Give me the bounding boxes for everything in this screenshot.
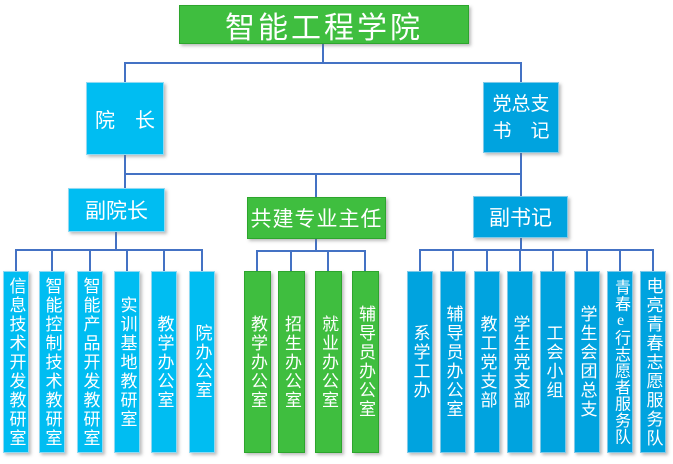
dept-box-intel-product-dev: 智能产品开发教研室 [77,271,103,453]
connector-line [586,249,588,271]
node-vice-dean: 副院长 [68,188,165,232]
dept-box-teaching-office: 教学办公室 [151,271,177,453]
connector-line [15,249,203,251]
connector-line [520,153,522,196]
connector-line [126,249,128,271]
dept-label: 教工党支部 [477,314,497,410]
college-title-label: 智能工程学院 [225,11,423,45]
connector-line [619,249,621,271]
connector-line [115,232,117,250]
connector-line [652,249,654,271]
connector-line [519,249,521,271]
connector-line [419,249,654,251]
dept-label: 信息技术开发教研室 [6,276,26,448]
dept-box-student-affairs: 系学工办 [407,271,433,453]
dept-box-admissions-office: 招生办公室 [278,271,305,453]
node-party-secretary: 党总支 书 记 [483,82,559,153]
party-secretary-label-line2: 书 记 [492,120,550,142]
connector-line [51,249,53,271]
joint-major-director-label: 共建专业主任 [250,207,383,231]
connector-line [290,250,292,271]
dept-label: 学生党支部 [510,314,530,410]
connector-line [419,249,421,271]
connector-line [364,250,366,271]
dept-label: 青春e行志愿者服务队 [612,279,629,445]
dept-box-counselor-office: 辅导员办公室 [440,271,466,453]
connector-line [89,249,91,271]
dept-box-union-group: 工会小组 [540,271,566,453]
dept-label: 工会小组 [543,324,563,400]
dept-label: 电亮青春志愿服务队 [643,276,663,448]
dept-box-student-party-branch: 学生党支部 [507,271,533,453]
dept-label: 就业办公室 [319,314,338,410]
dept-box-staff-party-branch: 教工党支部 [474,271,500,453]
connector-line [327,250,329,271]
dept-box-college-office: 院办公室 [189,271,215,453]
connector-line [124,62,126,82]
connector-line [452,249,454,271]
connector-line [124,62,522,64]
connector-line [315,173,317,197]
connector-line [15,249,17,271]
dept-box-youth-league: 学生会团总支 [574,271,600,453]
node-deputy-secretary: 副书记 [473,196,568,238]
dept-label: 招生办公室 [282,314,301,410]
dept-box-info-tech-dev: 信息技术开发教研室 [3,271,29,453]
connector-line [256,250,366,252]
connector-line [552,249,554,271]
dept-box-counselor-office-mid: 辅导员办公室 [352,271,379,453]
node-college-title: 智能工程学院 [179,5,469,45]
dept-label: 学生会团总支 [577,305,597,419]
node-joint-major-director: 共建专业主任 [247,197,386,239]
dept-box-employment-office: 就业办公室 [315,271,342,453]
dept-label: 辅导员办公室 [356,305,375,419]
dept-label: 智能控制技术教研室 [42,276,62,448]
connector-line [520,238,522,250]
dept-label: 系学工办 [410,324,430,400]
connector-line [201,249,203,271]
dept-box-mid-teaching-office: 教学办公室 [244,271,271,453]
dept-label: 院办公室 [192,324,212,400]
party-secretary-label-line1: 党总支 [492,93,550,115]
dept-label: 教学办公室 [248,314,267,410]
dept-box-intel-control-tech: 智能控制技术教研室 [39,271,65,453]
dept-label: 智能产品开发教研室 [80,276,100,448]
connector-line [124,155,126,188]
dept-box-volunteer-service-team: 电亮青春志愿服务队 [640,271,666,453]
connector-line [315,239,317,251]
connector-line [322,44,324,64]
connector-line [520,62,522,82]
connector-line [124,173,522,175]
dean-label: 院 长 [95,110,155,132]
dept-label: 教学办公室 [154,314,174,410]
dept-label: 辅导员办公室 [443,305,463,419]
dept-box-training-base: 实训基地教研室 [114,271,140,453]
vice-dean-label: 副院长 [85,199,148,223]
connector-line [486,249,488,271]
dept-box-volunteer-team-e: 青春e行志愿者服务队 [607,271,633,453]
dept-label: 实训基地教研室 [117,295,137,429]
node-dean: 院 长 [86,82,164,155]
deputy-secretary-label: 副书记 [489,206,552,230]
connector-line [256,250,258,271]
connector-line [163,249,165,271]
